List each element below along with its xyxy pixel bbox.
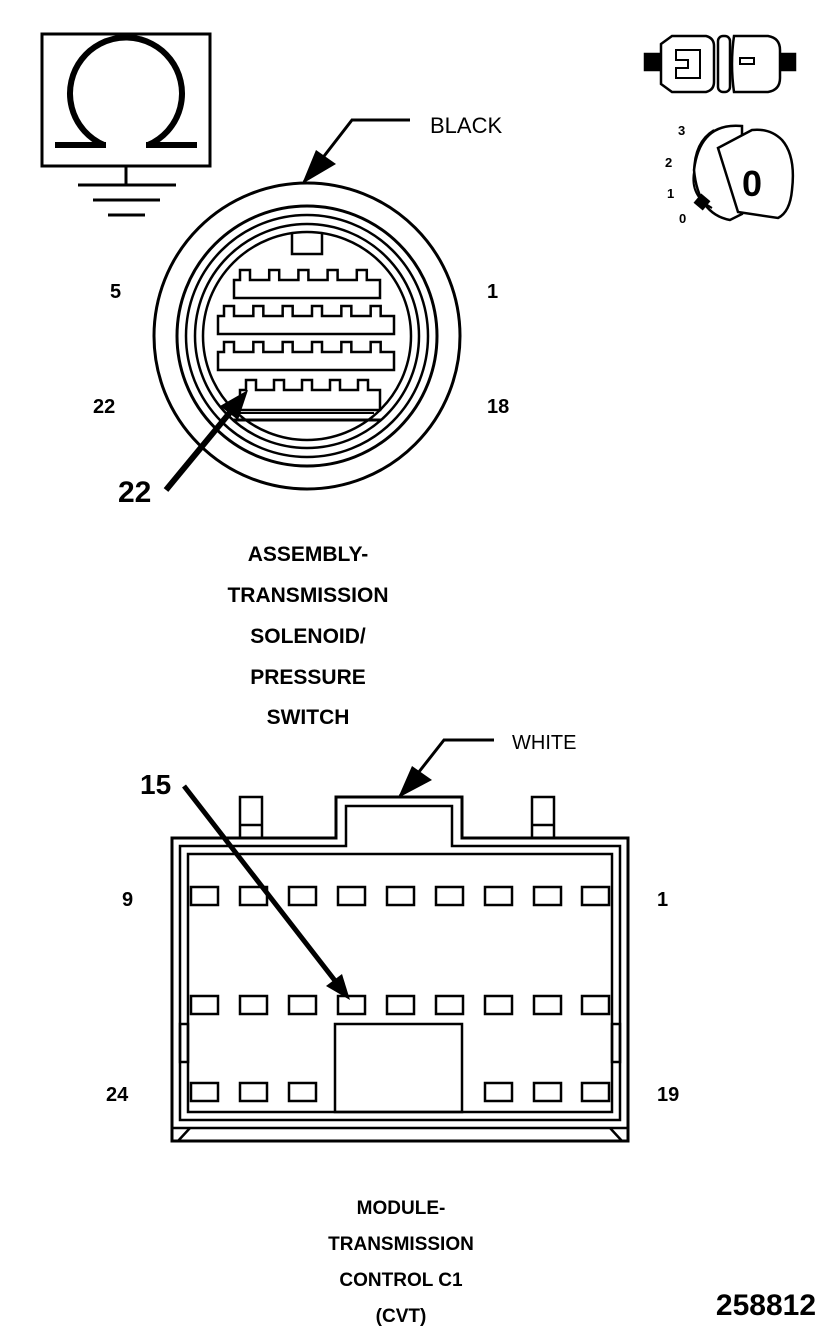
connector-1-probe-pin-label: 22 — [118, 476, 151, 509]
connector-1-title-line: SOLENOID/ — [250, 625, 366, 648]
ohm-meter-ground-icon — [40, 32, 212, 217]
figure-number: 258812 — [716, 1289, 816, 1322]
pin-cavity — [385, 885, 416, 907]
pin-cavity — [385, 994, 416, 1016]
connector-1-title-line: SWITCH — [267, 706, 350, 729]
pin-cavity — [238, 994, 269, 1016]
round-connector-pin-rows — [216, 268, 396, 412]
connector-plug-icon — [643, 34, 797, 94]
ignition-position-3: 3 — [678, 123, 685, 138]
connector-2-color-label: WHITE — [512, 732, 576, 754]
connector-2-title-line: CONTROL C1 — [339, 1270, 463, 1291]
connector-2-pin-label-24: 24 — [106, 1084, 129, 1106]
round-connector-face — [152, 181, 462, 491]
connector-1-title-line: PRESSURE — [250, 666, 366, 689]
connector-1-title: ASSEMBLY- TRANSMISSION SOLENOID/ PRESSUR… — [227, 543, 388, 729]
pin-cavity — [336, 994, 367, 1016]
pin-cavity — [189, 1081, 220, 1103]
ignition-position-0: 0 — [679, 211, 686, 226]
rectangular-connector-pins — [189, 885, 611, 1103]
connector-2-probe-arrow — [182, 784, 350, 1000]
ignition-position-1: 1 — [667, 186, 674, 201]
connector-1-color-label: BLACK — [430, 113, 502, 138]
connector-2-probe-pin-label: 15 — [140, 769, 171, 800]
connector-2-title-line: (CVT) — [376, 1306, 427, 1327]
pin-cavity — [189, 885, 220, 907]
rectangular-connector-body — [170, 795, 630, 1143]
pin-cavity — [189, 994, 220, 1016]
pin-cavity — [336, 885, 367, 907]
pin-cavity — [580, 885, 611, 907]
pin-cavity — [287, 1081, 318, 1103]
pin-row — [232, 268, 382, 300]
pin-row — [216, 304, 396, 336]
pin-cavity — [580, 1081, 611, 1103]
connector-2-callout: WHITE — [398, 732, 576, 798]
connector-2-pin-label-1: 1 — [657, 889, 668, 911]
pin-cavity — [532, 994, 563, 1016]
pin-cavity — [287, 885, 318, 907]
connector-2-title-line: MODULE- — [357, 1198, 446, 1219]
connector-2-title: MODULE- TRANSMISSION CONTROL C1 (CVT) — [328, 1198, 474, 1327]
connector-1-pin-label-22: 22 — [93, 396, 115, 418]
connector-2-pin-label-9: 9 — [122, 889, 133, 911]
connector-1-pin-label-5: 5 — [110, 281, 121, 303]
ignition-key-label: 0 — [742, 163, 762, 204]
pin-cavity — [238, 1081, 269, 1103]
pin-row — [216, 340, 396, 372]
connector-1-title-line: ASSEMBLY- — [248, 543, 369, 566]
pin-cavity — [287, 994, 318, 1016]
pin-cavity — [483, 994, 514, 1016]
pin-cavity — [483, 885, 514, 907]
connector-1-title-line: TRANSMISSION — [227, 584, 388, 607]
connector-1-callout: BLACK — [302, 113, 502, 184]
connector-2-title-line: TRANSMISSION — [328, 1234, 474, 1255]
connector-1-probe-arrow — [163, 390, 248, 492]
connector-1-pin-label-18: 18 — [487, 396, 509, 418]
pin-cavity — [532, 885, 563, 907]
ignition-position-2: 2 — [665, 155, 672, 170]
pin-cavity — [483, 1081, 514, 1103]
connector-1-pin-label-1: 1 — [487, 281, 498, 303]
pin-row — [238, 378, 382, 412]
pin-cavity — [434, 885, 465, 907]
ignition-key-icon: 3 2 1 0 0 — [665, 123, 795, 226]
pin-cavity — [434, 994, 465, 1016]
connector-2-pin-label-19: 19 — [657, 1084, 679, 1106]
pin-cavity — [580, 994, 611, 1016]
pin-cavity — [532, 1081, 563, 1103]
